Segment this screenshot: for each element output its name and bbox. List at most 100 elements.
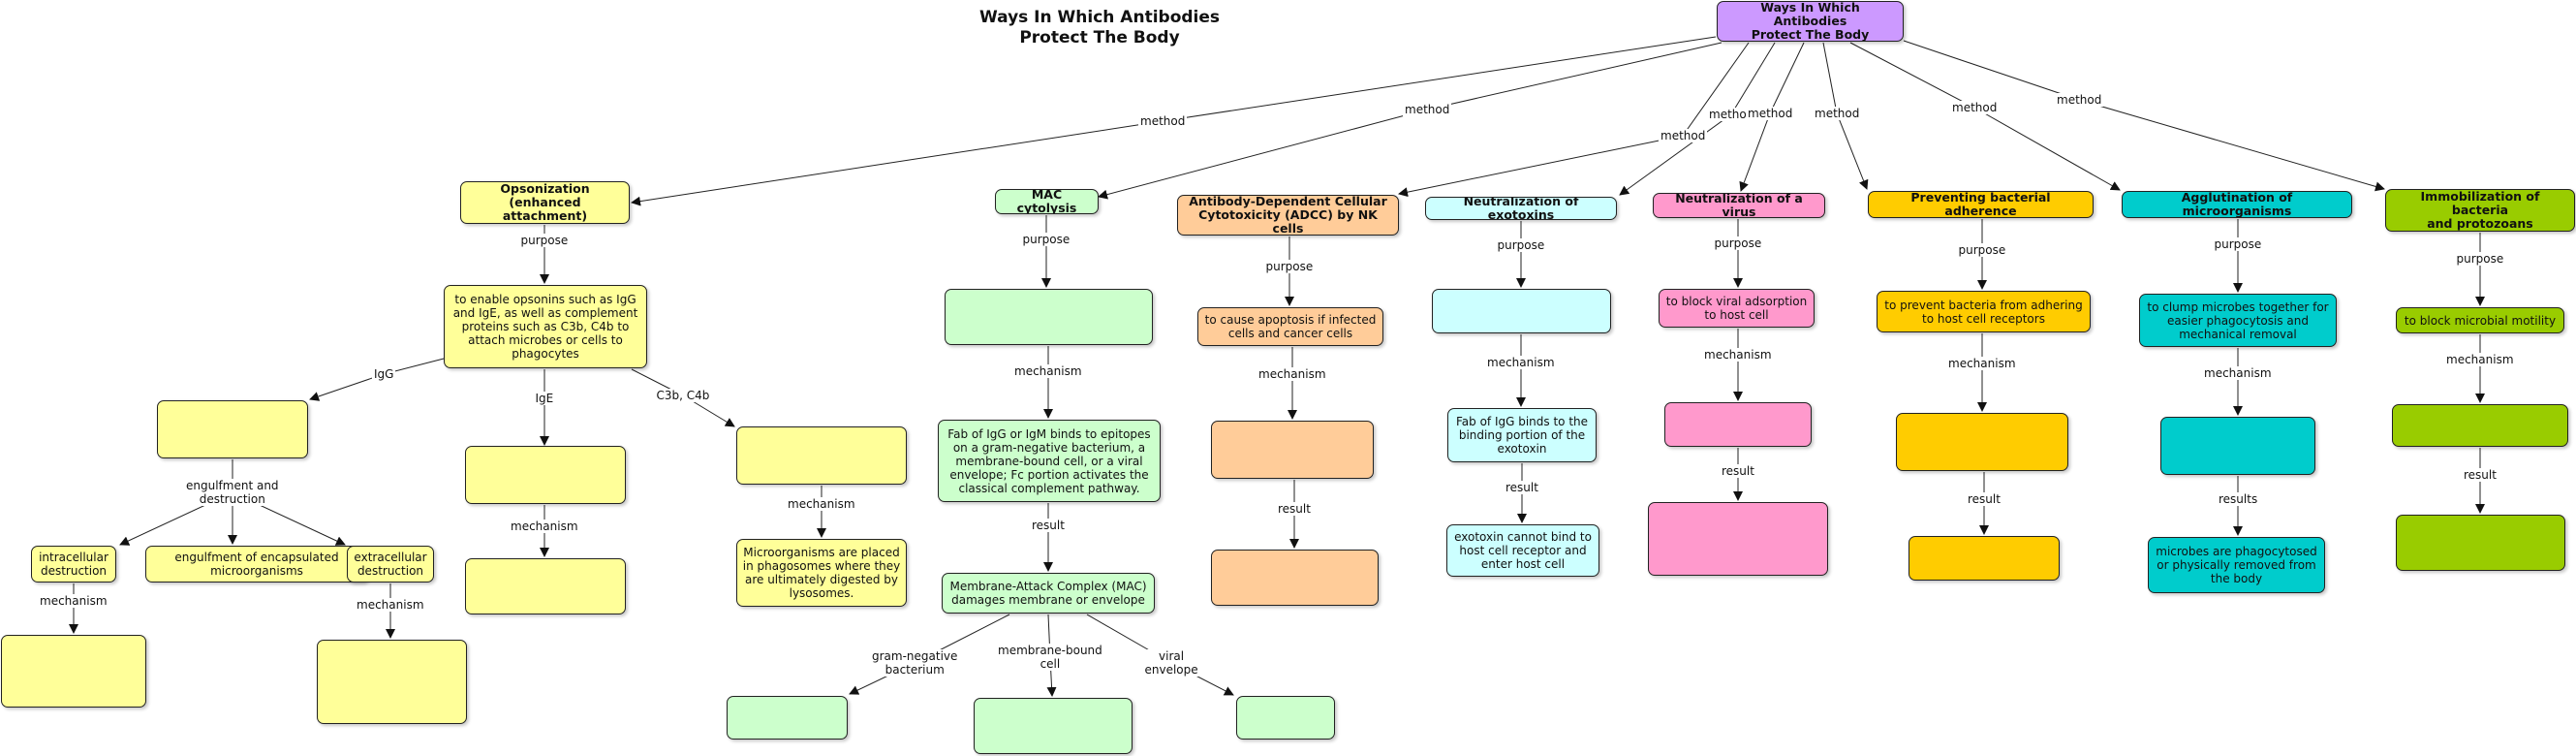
link-label: mechanism xyxy=(1257,367,1328,381)
concept-node-exo-m: Fab of IgG binds to the binding portion … xyxy=(1447,408,1597,462)
link-label: results xyxy=(2217,492,2260,506)
link-arrow-root-to-adh xyxy=(1836,112,1869,190)
link-stem-root xyxy=(1426,42,1723,110)
link-label: IgG xyxy=(372,367,396,381)
link-label: mechanism xyxy=(2444,353,2516,366)
concept-node-vir: Neutralization of a virus xyxy=(1653,193,1825,218)
link-label: result xyxy=(2462,468,2498,482)
link-arrow-root-to-vir xyxy=(1739,112,1771,192)
concept-node-imm: Immobilization of bacteria and protozoan… xyxy=(2385,189,2575,232)
link-label: result xyxy=(1030,519,1067,532)
link-label: purpose xyxy=(1495,238,1547,252)
link-label: result xyxy=(1720,464,1756,478)
concept-node-mac: MAC cytolysis xyxy=(995,189,1099,214)
link-label: result xyxy=(1276,502,1313,516)
link-stem-root xyxy=(1769,42,1805,114)
concept-node-extra-m xyxy=(317,640,467,724)
concept-node-exo-p xyxy=(1432,289,1611,333)
link-arrow-root-to-mac xyxy=(1098,109,1428,200)
concept-node-exo-r: exotoxin cannot bind to host cell recept… xyxy=(1446,524,1599,577)
link-stem-root xyxy=(1730,42,1776,115)
concept-node-agg-r: microbes are phagocytosed or physically … xyxy=(2148,537,2325,593)
concept-node-encaps: engulfment of encapsulated microorganism… xyxy=(145,546,368,583)
link-label: mechanism xyxy=(2202,366,2274,380)
concept-node-extra: extracellular destruction xyxy=(347,546,434,583)
concept-node-mac-m: Fab of IgG or IgM binds to epitopes on a… xyxy=(938,420,1161,502)
concept-node-exo: Neutralization of exotoxins xyxy=(1425,197,1617,220)
concept-node-ige-box xyxy=(465,446,626,504)
concept-node-adh-p: to prevent bacteria from adhering to hos… xyxy=(1877,291,2091,332)
concept-node-opson: Opsonization (enhanced attachment) xyxy=(460,181,630,224)
link-label: mechanism xyxy=(355,598,426,612)
concept-node-adh: Preventing bacterial adherence xyxy=(1868,191,2094,218)
concept-node-adh-r xyxy=(1909,536,2060,581)
concept-node-adcc-r xyxy=(1211,550,1379,606)
concept-node-mac-gn xyxy=(727,696,848,740)
link-arrow-root-to-exo xyxy=(1619,113,1732,196)
concept-node-mac-r: Membrane-Attack Complex (MAC) damages me… xyxy=(942,573,1155,614)
concept-node-vir-m xyxy=(1664,402,1812,447)
link-label: mechanism xyxy=(1485,356,1557,369)
link-label: C3b, C4b xyxy=(654,389,712,402)
link-label: purpose xyxy=(1263,260,1316,273)
concept-node-igg-box xyxy=(157,400,308,458)
link-label: method xyxy=(1813,107,1862,120)
link-label: mechanism xyxy=(38,594,109,608)
concept-node-adh-m xyxy=(1896,413,2068,471)
link-label: mechanism xyxy=(786,497,857,511)
link-label: purpose xyxy=(1020,233,1072,246)
link-label: method xyxy=(1950,101,2000,114)
link-label: membrane-bound cell xyxy=(996,644,1104,671)
link-stem-root xyxy=(1903,40,2080,101)
link-label: mechanism xyxy=(1946,357,2018,370)
concept-node-imm-r xyxy=(2396,515,2565,571)
link-arrow-opson-p-to-igg-box xyxy=(309,373,385,401)
concept-node-mac-p xyxy=(945,289,1153,345)
link-label: result xyxy=(1966,492,2002,506)
link-label: engulfment and destruction xyxy=(184,479,281,506)
link-label: method xyxy=(1707,108,1756,121)
concept-node-ige-m xyxy=(465,558,626,614)
link-label: method xyxy=(1746,107,1795,120)
concept-node-imm-p: to block microbial motility xyxy=(2396,307,2564,333)
concept-node-agg: Agglutination of microorganisms xyxy=(2122,191,2352,218)
concept-node-c3b-box xyxy=(736,426,907,485)
concept-node-agg-m xyxy=(2160,417,2315,475)
concept-node-adcc: Antibody-Dependent Cellular Cytotoxicity… xyxy=(1177,195,1399,236)
concept-node-intra-m xyxy=(1,635,146,708)
link-label: purpose xyxy=(1712,236,1764,250)
link-stem-root xyxy=(1849,42,1975,109)
link-label: mechanism xyxy=(1702,348,1774,362)
concept-node-root: Ways In Which Antibodies Protect The Bod… xyxy=(1717,1,1904,42)
link-label: purpose xyxy=(2454,252,2506,266)
link-label: result xyxy=(1504,481,1540,494)
concept-node-agg-p: to clump microbes together for easier ph… xyxy=(2139,294,2337,347)
link-label: mechanism xyxy=(1012,364,1084,378)
link-label: purpose xyxy=(2212,237,2264,251)
concept-node-imm-m xyxy=(2392,404,2568,447)
link-label: IgE xyxy=(533,392,556,405)
link-label: mechanism xyxy=(509,520,580,533)
concept-node-mac-ve xyxy=(1236,696,1335,740)
link-label: gram-negative bacterium xyxy=(870,649,960,677)
link-label: method xyxy=(1659,129,1708,142)
link-label: method xyxy=(1138,114,1188,128)
concept-node-intra: intracellular destruction xyxy=(31,546,116,583)
concept-node-adcc-m xyxy=(1211,421,1374,479)
concept-node-mac-mb xyxy=(974,698,1133,754)
concept-node-vir-r xyxy=(1648,502,1828,576)
link-label: viral envelope xyxy=(1142,649,1200,677)
concept-node-adcc-p: to cause apoptosis if infected cells and… xyxy=(1197,307,1383,346)
concept-node-vir-p: to block viral adsorption to host cell xyxy=(1659,289,1815,328)
link-label: purpose xyxy=(1956,243,2008,257)
map-title: Ways In Which Antibodies Protect The Bod… xyxy=(978,8,1221,47)
link-label: method xyxy=(1403,103,1452,116)
link-label: purpose xyxy=(518,234,571,247)
link-arrow-root-to-opson xyxy=(631,120,1164,206)
concept-node-c3b-m: Microorganisms are placed in phagosomes … xyxy=(736,539,907,607)
link-stem-root xyxy=(1682,42,1750,137)
link-arrow-root-to-adcc xyxy=(1398,135,1684,198)
link-stem-root xyxy=(1822,42,1838,114)
link-arrow-root-to-agg xyxy=(1973,107,2121,191)
link-label: method xyxy=(2055,93,2104,107)
